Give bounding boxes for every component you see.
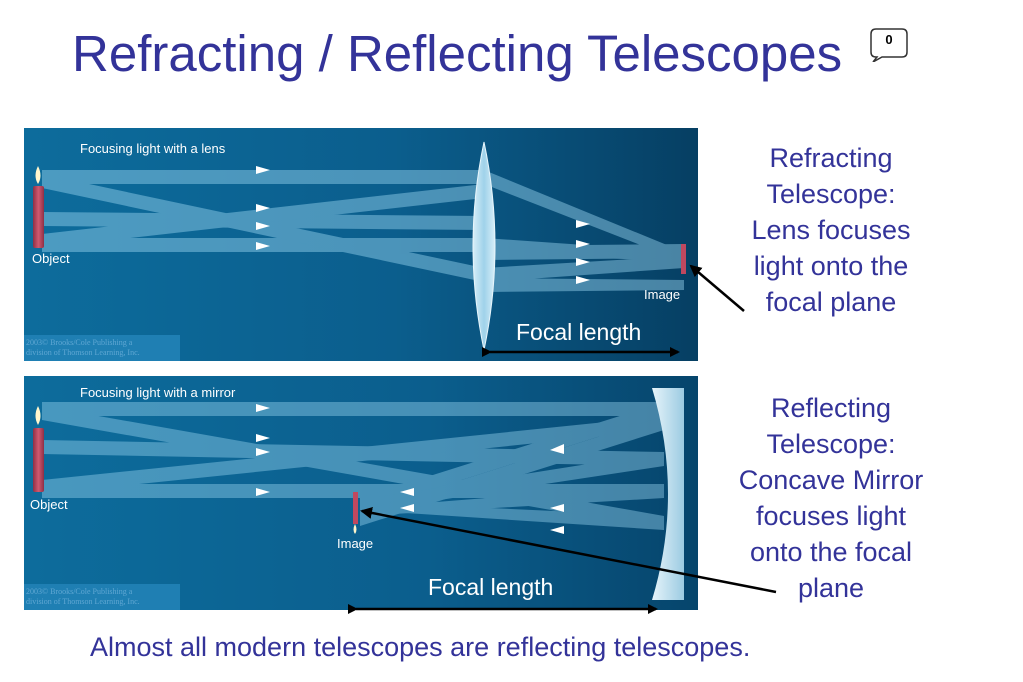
focal-length-label: Focal length bbox=[428, 574, 554, 600]
comment-count: 0 bbox=[885, 32, 893, 47]
speech-bubble-icon bbox=[870, 28, 908, 63]
object-label: Object bbox=[30, 497, 68, 512]
image-label: Image bbox=[644, 287, 681, 302]
refracting-caption: Refracting Telescope: Lens focuses light… bbox=[751, 143, 911, 317]
copyright-note: 2003© Brooks/Cole Publishing a division … bbox=[24, 335, 180, 361]
reflecting-diagram: Focusing light with a mirror Object Imag… bbox=[24, 376, 698, 610]
reflecting-caption: Reflecting Telescope: Concave Mirror foc… bbox=[738, 393, 924, 603]
focal-length-label: Focal length bbox=[516, 319, 642, 345]
lens-heading: Focusing light with a lens bbox=[80, 141, 226, 156]
footer-note: Almost all modern telescopes are reflect… bbox=[90, 632, 751, 662]
slide-title: Refracting / Reflecting Telescopes bbox=[72, 25, 843, 82]
mirror-heading: Focusing light with a mirror bbox=[80, 385, 236, 400]
object-label: Object bbox=[32, 251, 70, 266]
comment-badge[interactable]: 0 bbox=[870, 28, 908, 63]
copyright-note: 2003© Brooks/Cole Publishing a division … bbox=[24, 584, 180, 610]
image-label: Image bbox=[337, 536, 374, 551]
refracting-diagram: Focusing light with a lens Object Image … bbox=[24, 128, 698, 361]
